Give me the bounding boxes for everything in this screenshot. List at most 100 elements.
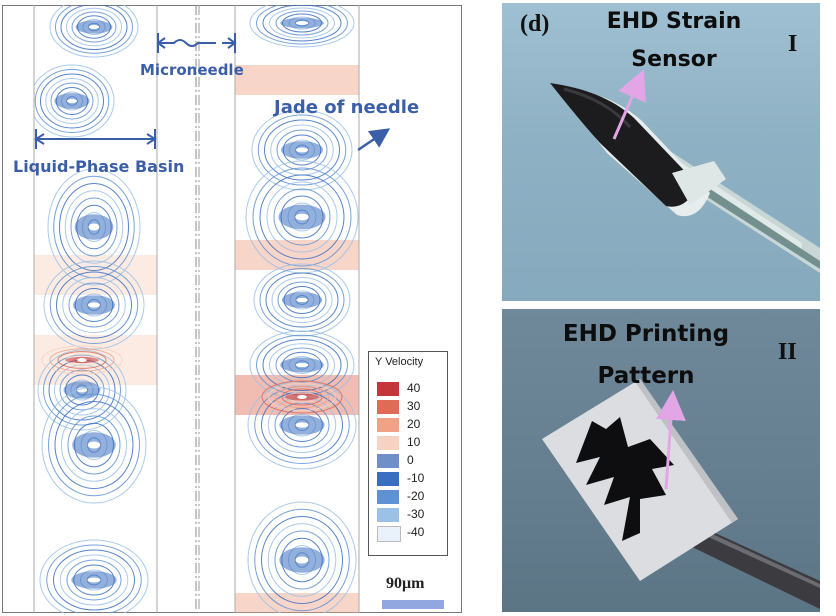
streamline (249, 5, 355, 48)
y-velocity-legend: Y Velocity 40 30 20 10 0 -10 -20 (368, 351, 448, 556)
legend-value: -20 (407, 489, 425, 503)
vortex-eye (297, 395, 307, 399)
streamline (66, 559, 122, 601)
streamline (66, 7, 122, 47)
streamline (261, 516, 343, 604)
streamline (59, 554, 129, 606)
legend-value: 40 (407, 381, 421, 395)
streamline (34, 69, 110, 133)
streamline (259, 174, 345, 260)
streamline (267, 523, 337, 597)
streamline (251, 109, 353, 191)
streamline (247, 501, 357, 613)
streamline (40, 73, 104, 129)
streamline (275, 10, 329, 36)
streamline (59, 183, 129, 271)
legend-swatch (377, 472, 399, 486)
legend-swatch (377, 454, 399, 468)
scale-bar (382, 600, 444, 609)
vortex-eye (295, 362, 309, 368)
streamline (256, 5, 348, 45)
legend-value: -10 (407, 471, 425, 485)
streamline (43, 354, 121, 426)
vortex-eye (88, 25, 100, 29)
streamline (262, 339, 342, 391)
vortex-eye (88, 223, 100, 231)
flow-simulation-panel: Microneedle Jade of needle Liquid-Phase … (2, 5, 462, 613)
printing-pattern-illustration (542, 379, 820, 609)
streamline (60, 5, 128, 50)
legend-value: 10 (407, 435, 421, 449)
right-channel (235, 5, 359, 613)
streamline (271, 277, 333, 323)
legend-value: 30 (407, 399, 421, 413)
legend-title: Y Velocity (375, 356, 424, 368)
printed-arrow-pattern (576, 417, 674, 541)
streamline (54, 364, 110, 416)
streamline (53, 549, 135, 611)
basin-span-indicator (34, 129, 157, 149)
strain-sensor-illustration (550, 69, 820, 273)
streamline (48, 393, 140, 497)
pointer-arrow (612, 69, 646, 140)
streamline (266, 181, 338, 253)
jade-pointer-arrow (357, 128, 391, 152)
streamline (47, 168, 141, 286)
panel-numeral: I (788, 31, 798, 57)
legend-value: 20 (407, 417, 421, 431)
vortex-eye (296, 297, 308, 303)
legend-swatch (377, 490, 399, 504)
streamline (68, 282, 120, 328)
streamline (37, 349, 127, 431)
needle-rod-highlight (704, 531, 820, 588)
vortex-eye (295, 21, 309, 25)
streamline (262, 5, 342, 42)
legend-swatch (377, 436, 399, 450)
panel-title-line1: EHD Strain (606, 9, 742, 34)
streamline (264, 119, 340, 181)
legend-value: -30 (407, 507, 425, 521)
legend-swatch (377, 418, 399, 432)
streamline (254, 508, 350, 612)
microneedle-label: Microneedle (140, 61, 244, 79)
legend-value: -40 (407, 525, 425, 539)
vortex-eye (87, 577, 101, 583)
vortex-eye (88, 302, 100, 308)
streamline-plot (2, 5, 462, 613)
legend-swatch (377, 526, 401, 542)
streamline (265, 272, 339, 328)
streamline (55, 5, 133, 54)
legend-value: 0 (407, 453, 414, 467)
panel-title-line2: Sensor (631, 47, 717, 72)
scale-bar-label: 90μm (386, 575, 425, 592)
streamline (269, 7, 335, 39)
streamline (34, 64, 115, 138)
legend-swatch (377, 508, 399, 522)
vortex-eye (295, 556, 309, 564)
streamline (275, 347, 329, 383)
streamline (57, 351, 107, 369)
panel-tag: (d) (520, 11, 550, 37)
printing-pattern-photo: EHD Printing Pattern II (502, 309, 820, 612)
liquid-phase-basin-label: Liquid-Phase Basin (13, 157, 185, 176)
needle-rod (688, 527, 820, 609)
vortex-eye (296, 147, 308, 153)
streamline (49, 348, 115, 372)
streamline (71, 11, 117, 43)
vortex-eye (295, 422, 309, 428)
streamline (281, 388, 323, 406)
streamline (49, 5, 139, 58)
pointer-arrow (655, 390, 686, 490)
streamline (252, 167, 352, 267)
streamline (62, 277, 126, 333)
sensor-sheen (563, 87, 632, 128)
streamline (54, 401, 134, 489)
legend-swatch (377, 382, 399, 396)
streamline (268, 383, 336, 411)
streamline (274, 530, 330, 590)
strain-sensor-photo: (d) EHD Strain Sensor I (502, 3, 820, 301)
streamline (253, 263, 351, 337)
streamline (49, 266, 139, 344)
streamline (70, 197, 118, 257)
streamline (41, 345, 123, 375)
